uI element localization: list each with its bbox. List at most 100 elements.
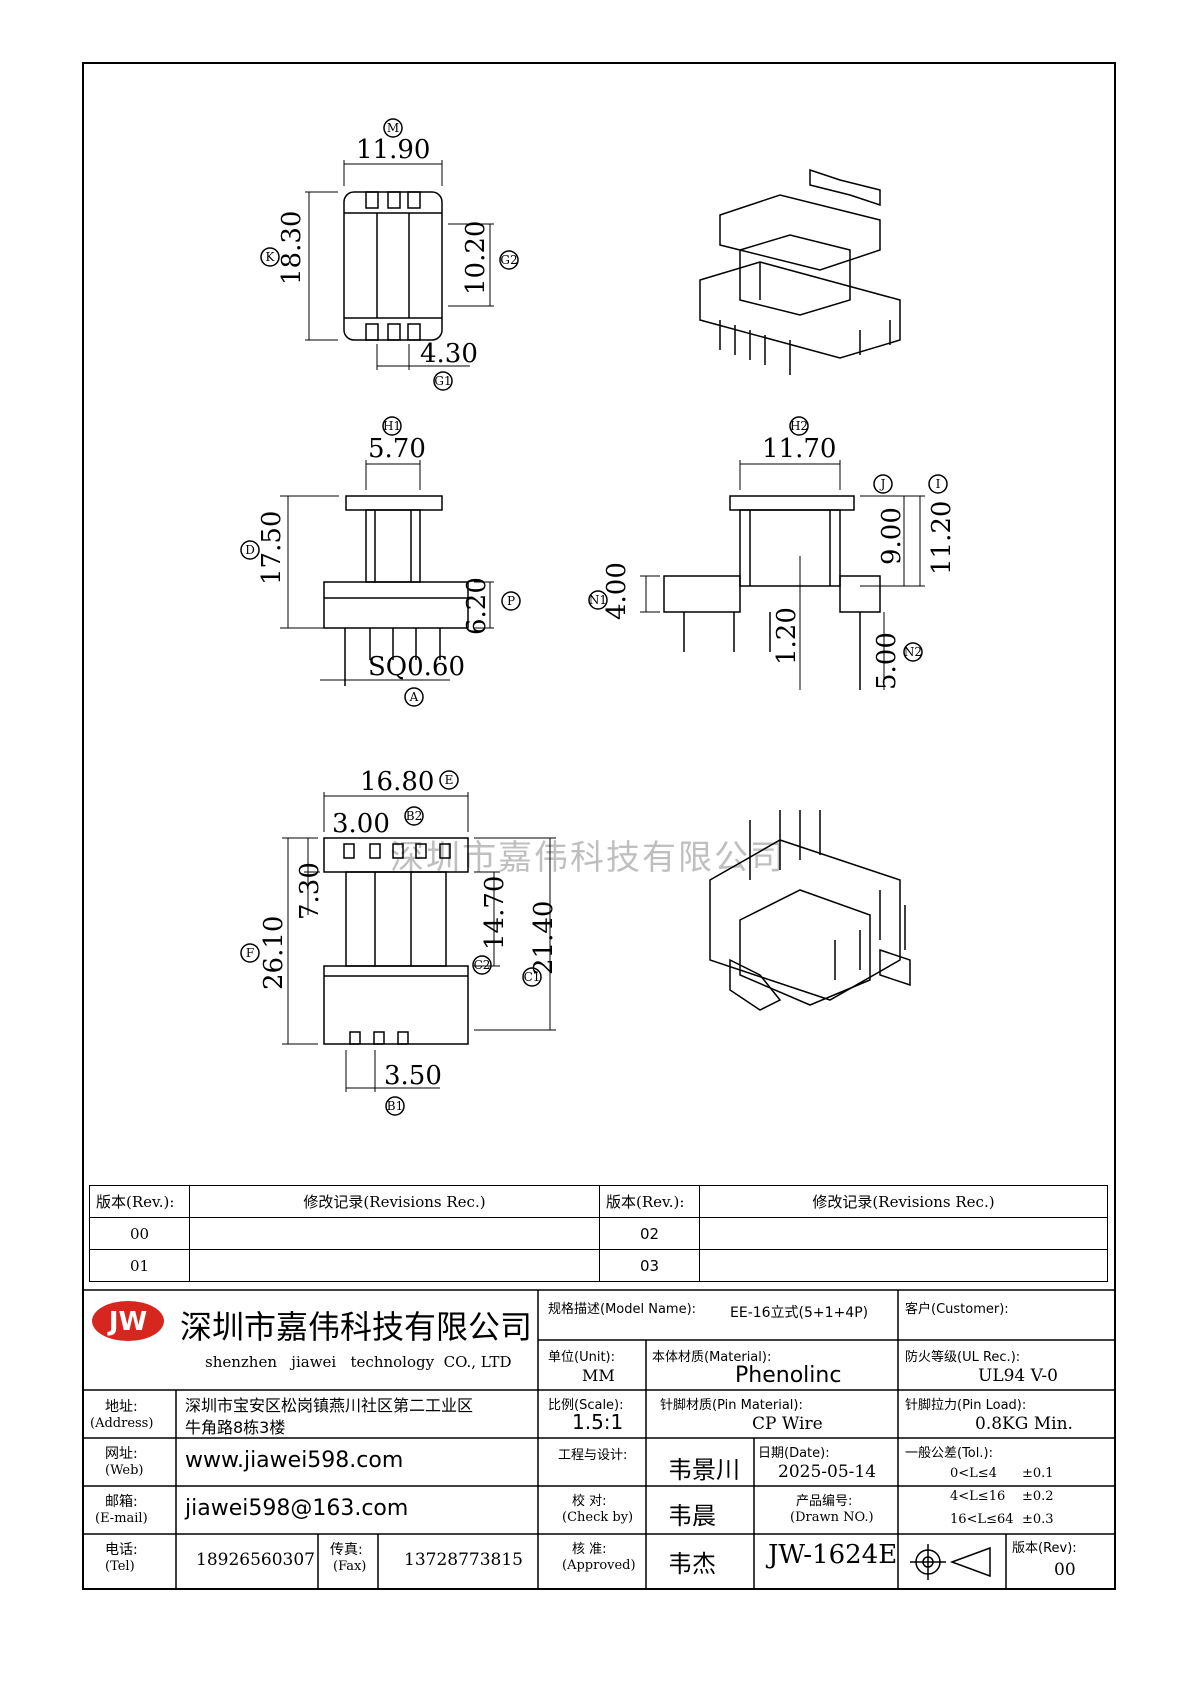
pin-material-label: 针脚材质(Pin Material): xyxy=(660,1398,803,1413)
label-C1: C1 xyxy=(524,970,541,984)
pin-load-label: 针脚拉力(Pin Load): xyxy=(905,1398,1027,1413)
checker-value: 韦晨 xyxy=(668,1502,716,1530)
approver-value: 韦杰 xyxy=(668,1550,716,1578)
ul-label: 防火等级(UL Rec.): xyxy=(905,1350,1021,1365)
revision-table: 版本(Rev.): 修改记录(Revisions Rec.) 版本(Rev.):… xyxy=(89,1185,1108,1282)
rec-left-1 xyxy=(189,1249,600,1282)
dim-F: 26.10 xyxy=(259,916,289,990)
iso-view-top xyxy=(699,168,901,375)
customer-label: 客户(Customer): xyxy=(905,1302,1009,1317)
model-value: EE-16立式(5+1+4P) xyxy=(730,1305,869,1321)
tol1-range: 0<L≤4 xyxy=(950,1466,997,1481)
tol2-range: 4<L≤16 xyxy=(950,1489,1006,1504)
front-view xyxy=(240,416,521,707)
label-G2: G2 xyxy=(500,253,517,267)
model-label: 规格描述(Model Name): xyxy=(548,1302,697,1317)
dim-G2: 10.20 xyxy=(461,221,491,295)
label-B2: B2 xyxy=(406,809,422,823)
label-B1: B1 xyxy=(387,1099,403,1113)
ul-value: UL94 V-0 xyxy=(978,1366,1058,1386)
address-line2: 牛角路8栋3楼 xyxy=(185,1418,286,1437)
watermark: 深圳市嘉伟科技有限公司 xyxy=(390,838,786,878)
dim-120: 1.20 xyxy=(772,607,802,665)
rev-label: 版本(Rev): xyxy=(1012,1541,1077,1556)
tol2-value: ±0.2 xyxy=(1022,1489,1054,1504)
dim-E: 16.80 xyxy=(360,767,434,797)
label-J: J xyxy=(879,477,886,491)
fax-value: 13728773815 xyxy=(404,1550,523,1570)
rec-right-0 xyxy=(699,1217,1108,1250)
label-N1: N1 xyxy=(589,593,607,607)
tol1-value: ±0.1 xyxy=(1022,1466,1054,1481)
label-I: I xyxy=(936,477,941,491)
company-name-cn: 深圳市嘉伟科技有限公司 xyxy=(180,1308,533,1346)
dim-D: 17.50 xyxy=(257,511,287,585)
fax-label: 传真: xyxy=(330,1542,363,1558)
web-label-en: (Web) xyxy=(105,1463,144,1478)
rev-header-left: 版本(Rev.): xyxy=(89,1185,190,1218)
drawn-label-en: (Drawn NO.) xyxy=(790,1510,874,1525)
iso-view-bottom xyxy=(709,810,911,1011)
fax-label-en: (Fax) xyxy=(333,1559,367,1574)
unit-value: MM xyxy=(582,1366,615,1385)
dim-730: 7.30 xyxy=(295,862,325,920)
rev-left-1: 01 xyxy=(89,1249,190,1282)
rev-header-right: 版本(Rev.): xyxy=(599,1185,700,1218)
side-view xyxy=(588,416,948,690)
check-label: 校 对: xyxy=(572,1494,607,1509)
scale-label: 比例(Scale): xyxy=(548,1398,624,1413)
logo-text: JW xyxy=(107,1307,147,1337)
dim-G1: 4.30 xyxy=(420,339,478,369)
dim-K: 18.30 xyxy=(277,211,307,285)
label-E: E xyxy=(445,773,454,787)
rec-header-right: 修改记录(Revisions Rec.) xyxy=(699,1185,1108,1218)
company-name-en: shenzhen jiawei technology CO., LTD xyxy=(205,1353,512,1371)
unit-label: 单位(Unit): xyxy=(548,1350,615,1365)
dim-N2: 5.00 xyxy=(872,632,902,690)
tel-value: 18926560307 xyxy=(196,1550,315,1570)
dim-N1: 4.00 xyxy=(602,562,632,620)
tel-label-en: (Tel) xyxy=(105,1559,135,1574)
email-label-en: (E-mail) xyxy=(95,1511,148,1526)
tol3-value: ±0.3 xyxy=(1022,1512,1054,1527)
drawing-frame xyxy=(82,62,1116,1590)
address-label-en: (Address) xyxy=(90,1416,154,1431)
drawn-label: 产品编号: xyxy=(796,1494,853,1509)
label-D: D xyxy=(245,543,255,557)
rev-right-0: 02 xyxy=(599,1217,700,1250)
dim-H1: 5.70 xyxy=(368,434,426,464)
address-line1: 深圳市宝安区松岗镇燕川社区第二工业区 xyxy=(185,1396,474,1415)
rev-value: 00 xyxy=(1054,1560,1076,1580)
dim-C2: 14.70 xyxy=(480,876,510,950)
part-number: JW-1624E xyxy=(768,1540,898,1570)
tol-label: 一般公差(Tol.): xyxy=(905,1446,993,1461)
bottom-view xyxy=(240,770,556,1116)
address-label: 地址: xyxy=(105,1399,138,1415)
date-value: 2025-05-14 xyxy=(778,1462,877,1482)
top-view xyxy=(260,118,519,391)
web-link[interactable]: www.jiawei598.com xyxy=(185,1448,404,1473)
label-M: M xyxy=(387,121,399,135)
tel-label: 电话: xyxy=(105,1542,138,1558)
tol3-range: 16<L≤64 xyxy=(950,1512,1014,1527)
web-label: 网址: xyxy=(105,1446,138,1462)
dim-B2: 3.00 xyxy=(332,809,390,839)
label-H2: H2 xyxy=(790,419,808,433)
material-label: 本体材质(Material): xyxy=(652,1350,772,1365)
pin-material-value: CP Wire xyxy=(752,1414,823,1434)
date-label: 日期(Date): xyxy=(758,1446,830,1461)
label-H1: H1 xyxy=(383,419,401,433)
label-P: P xyxy=(507,594,515,608)
rev-left-0: 00 xyxy=(89,1217,190,1250)
rec-right-1 xyxy=(699,1249,1108,1282)
designer-value: 韦景川 xyxy=(668,1456,740,1484)
label-F: F xyxy=(246,946,254,960)
dim-J: 9.00 xyxy=(877,507,907,565)
approved-label-en: (Approved) xyxy=(562,1558,636,1573)
rec-header-left: 修改记录(Revisions Rec.) xyxy=(189,1185,600,1218)
company-logo: JW xyxy=(92,1301,164,1341)
email-link[interactable]: jiawei598@163.com xyxy=(185,1496,409,1521)
dim-M: 11.90 xyxy=(356,135,430,165)
design-label: 工程与设计: xyxy=(558,1448,628,1463)
